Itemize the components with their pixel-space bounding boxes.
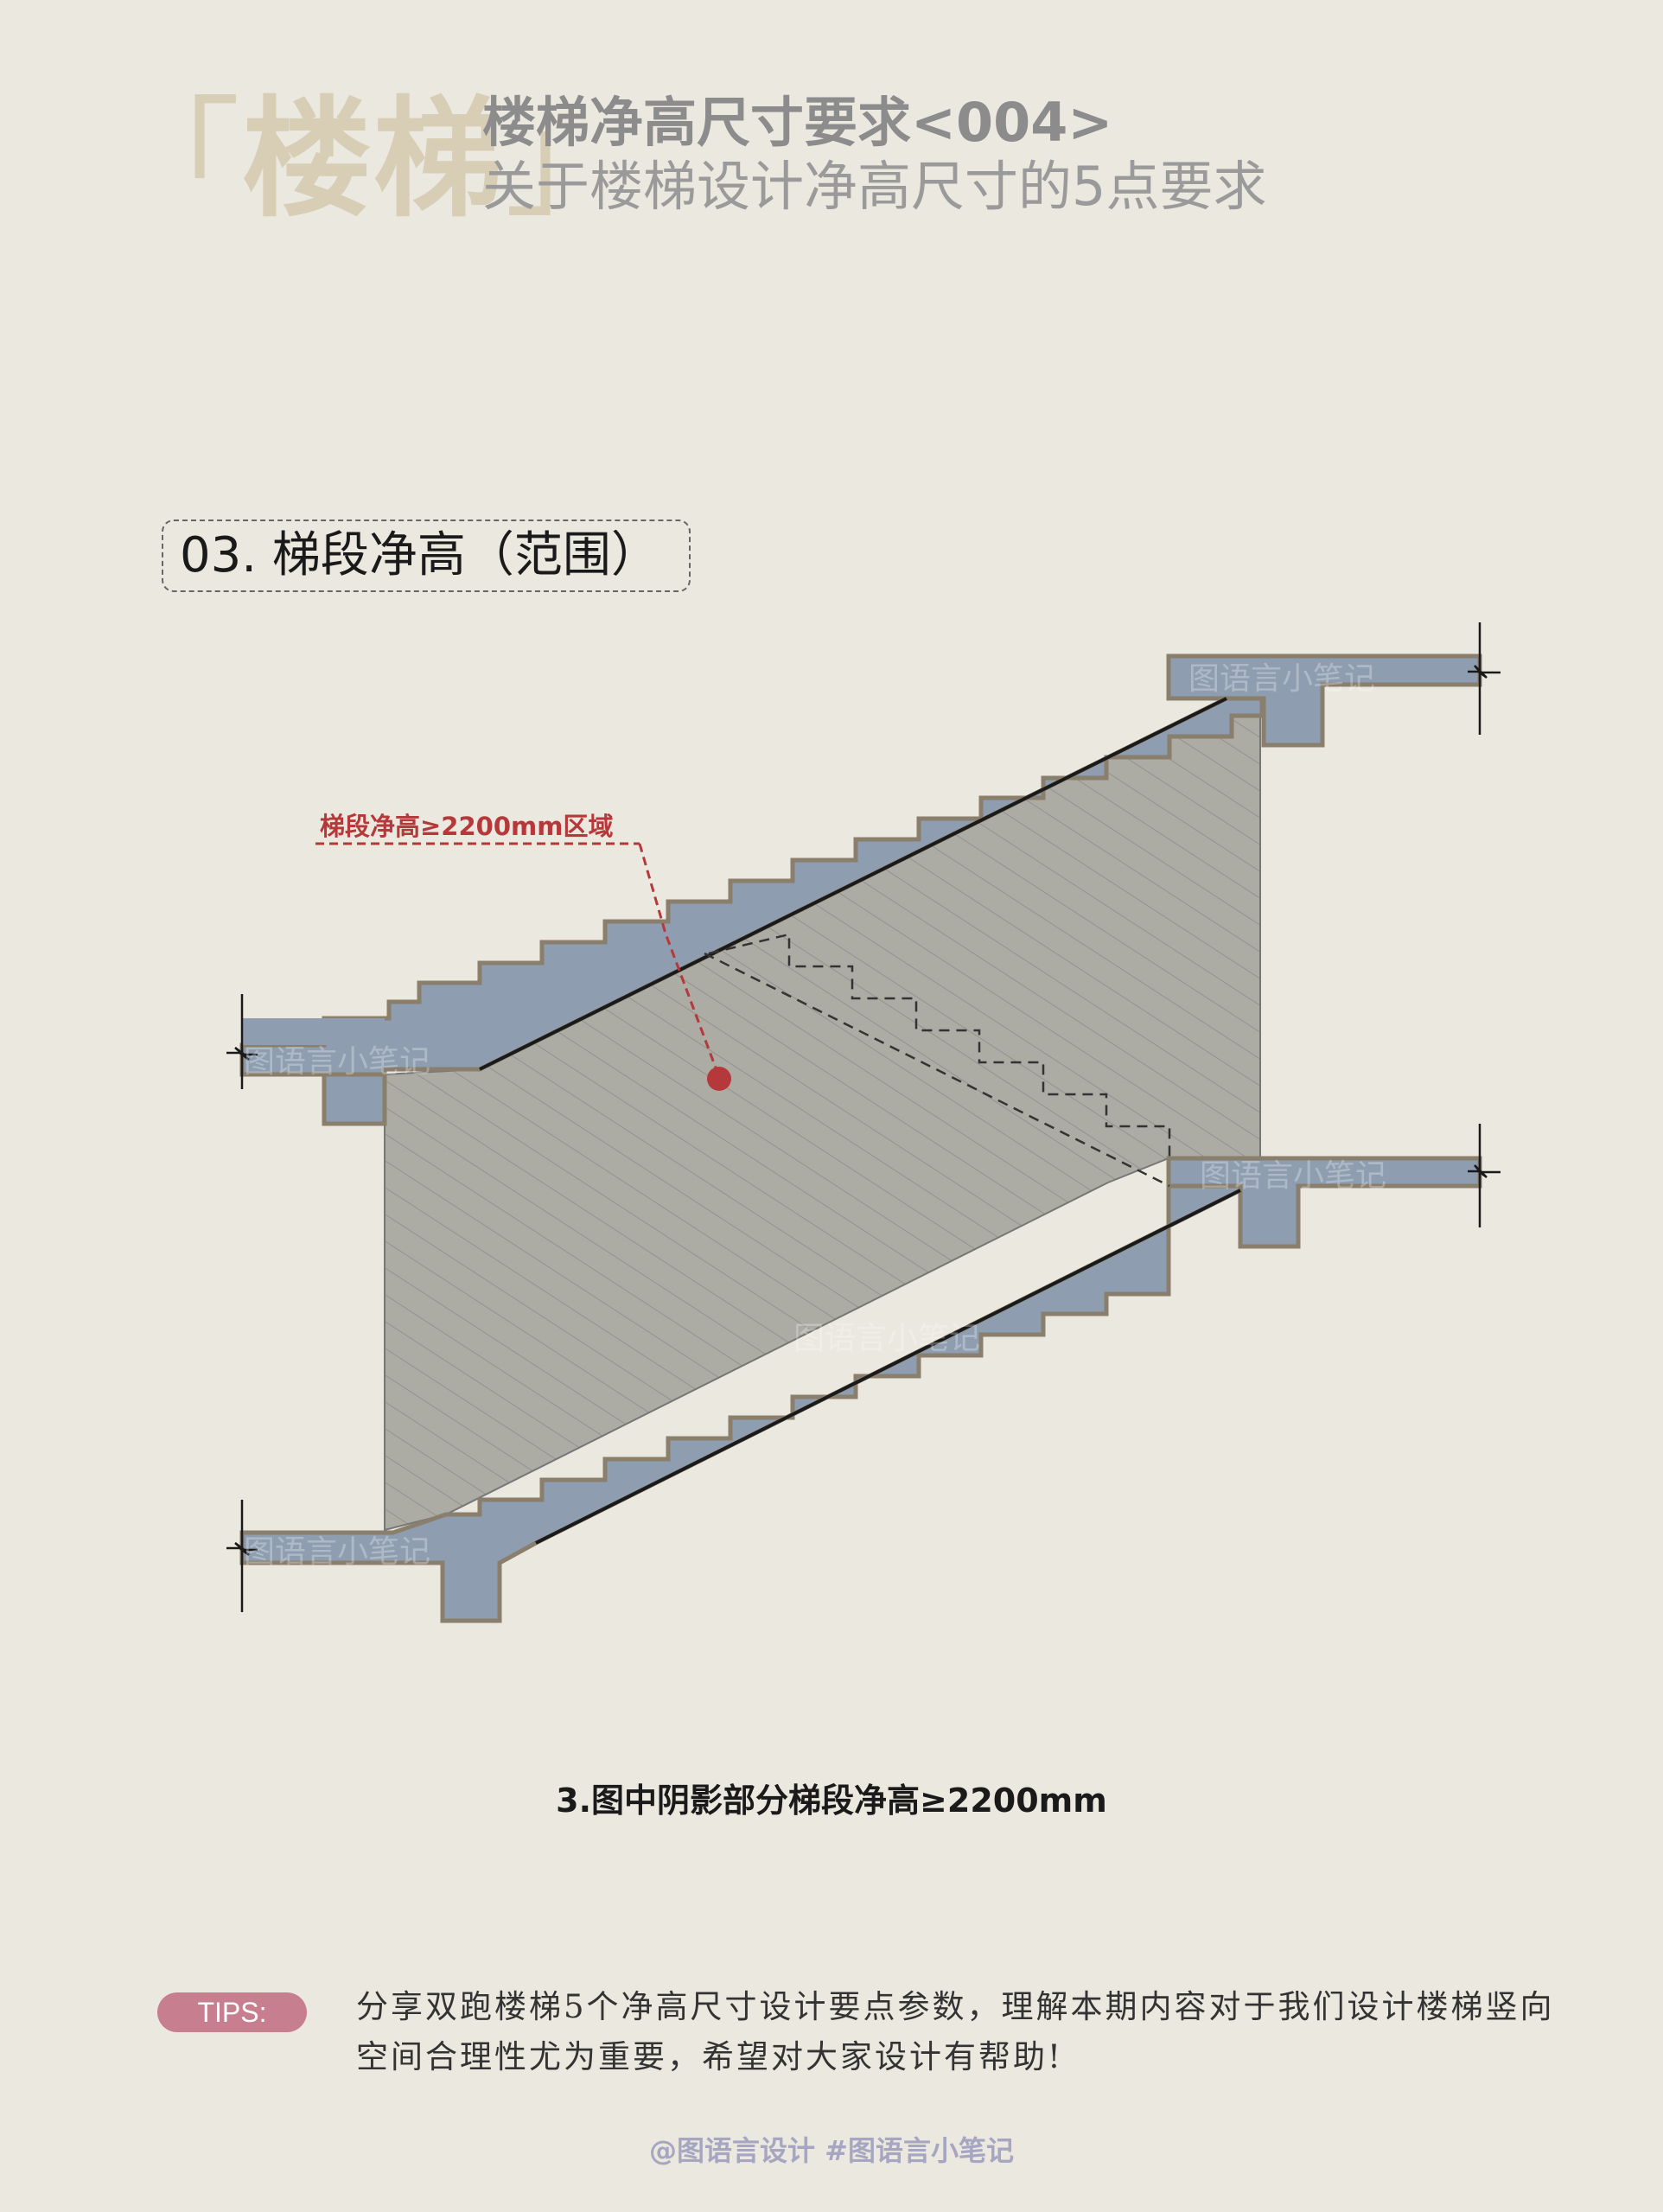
watermark-4: 图语言小笔记	[793, 1321, 980, 1356]
watermark-1: 图语言小笔记	[1188, 661, 1375, 697]
subtitle-secondary: 关于楼梯设计净高尺寸的5点要求	[482, 155, 1267, 218]
watermark-2: 图语言小笔记	[244, 1044, 430, 1080]
section-title-box	[162, 520, 691, 592]
tips-text: 分享双跑楼梯5个净高尺寸设计要点参数，理解本期内容对于我们设计楼梯竖向空间合理性…	[356, 1988, 1555, 2075]
big-title-text: 楼梯	[242, 85, 506, 235]
header: 「楼梯」 楼梯净高尺寸要求<004> 关于楼梯设计净高尺寸的5点要求	[111, 86, 1321, 233]
bracket-close: 」	[505, 85, 637, 235]
diagram-caption: 3.图中阴影部分梯段净高≥2200mm	[556, 1782, 1107, 1820]
big-title: 「楼梯」	[111, 86, 636, 233]
annotation-leader	[315, 842, 731, 1091]
dashed-projection	[704, 933, 1171, 1188]
footer-credit: @图语言设计 #图语言小笔记	[649, 2134, 1014, 2167]
zone-label: 梯段净高≥2200mm区域	[320, 812, 613, 841]
upper-stair-flight	[239, 653, 1482, 1126]
bracket-open: 「	[111, 85, 243, 235]
section-title: 03. 梯段净高（范围）	[180, 527, 659, 583]
lower-stair-flight	[239, 1183, 1243, 1623]
watermarks: 图语言小笔记 图语言小笔记 图语言小笔记 图语言小笔记 图语言小笔记	[244, 661, 1386, 1570]
break-lines	[226, 622, 1501, 1612]
annotation-dot	[707, 1067, 731, 1091]
watermark-3: 图语言小笔记	[1200, 1158, 1386, 1194]
subtitle-primary: 楼梯净高尺寸要求<004>	[482, 91, 1113, 154]
tips-badge: TIPS:	[157, 1992, 307, 2032]
watermark-5: 图语言小笔记	[244, 1534, 430, 1570]
